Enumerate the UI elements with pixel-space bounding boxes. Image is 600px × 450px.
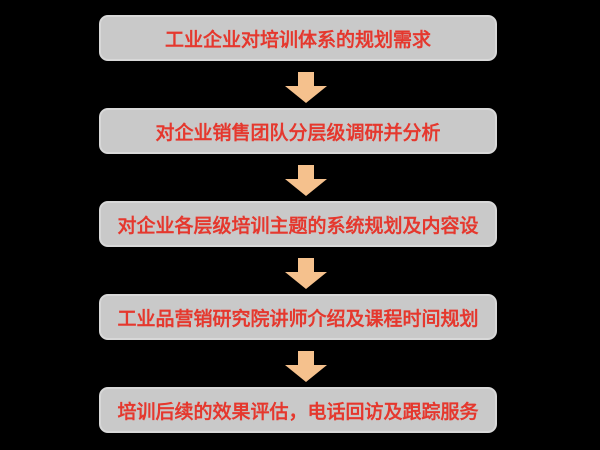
flow-step-3: 对企业各层级培训主题的系统规划及内容设 xyxy=(99,201,497,247)
flow-step-1-label: 工业企业对培训体系的规划需求 xyxy=(164,29,431,51)
flow-step-2: 对企业销售团队分层级调研并分析 xyxy=(99,108,497,154)
flow-step-5: 培训后续的效果评估，电话回访及跟踪服务 xyxy=(99,387,497,433)
flow-step-5-label: 培训后续的效果评估，电话回访及跟踪服务 xyxy=(117,401,479,423)
flow-step-1: 工业企业对培训体系的规划需求 xyxy=(99,15,497,61)
flow-step-4-label: 工业品营销研究院讲师介绍及课程时间规划 xyxy=(117,308,479,330)
arrow-down-icon xyxy=(285,72,327,103)
flow-step-4: 工业品营销研究院讲师介绍及课程时间规划 xyxy=(99,294,497,340)
arrow-down-icon xyxy=(285,351,327,382)
arrow-down-icon xyxy=(285,258,327,289)
flow-step-2-label: 对企业销售团队分层级调研并分析 xyxy=(155,122,441,144)
flow-step-3-label: 对企业各层级培训主题的系统规划及内容设 xyxy=(117,215,479,237)
arrow-down-icon xyxy=(285,165,327,196)
